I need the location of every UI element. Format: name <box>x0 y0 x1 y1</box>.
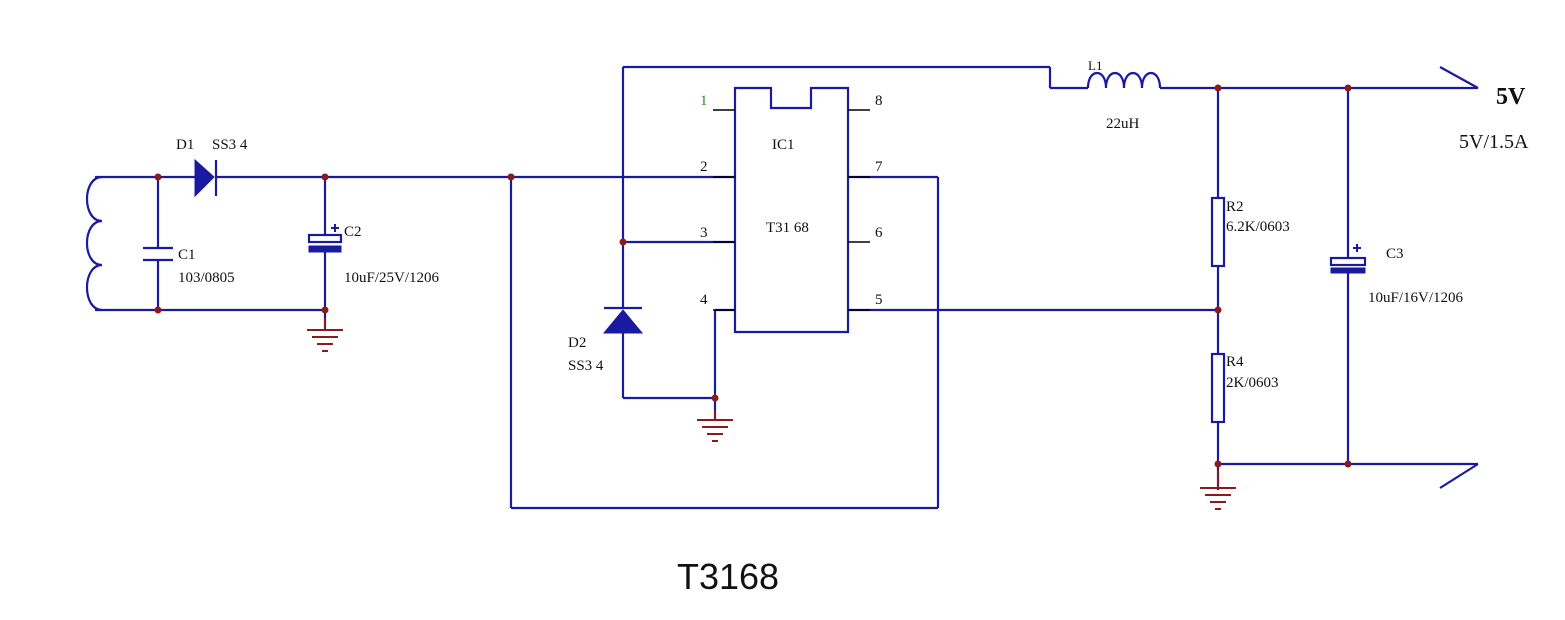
output-rating-label: 5V/1.5A <box>1459 131 1529 153</box>
c3-value: 10uF/16V/1206 <box>1368 290 1464 306</box>
ic1-pin-4: 4 <box>700 292 708 308</box>
junction-dots <box>154 84 1352 468</box>
d2-diode <box>602 306 644 334</box>
ic1-pin-2: 2 <box>700 159 708 175</box>
c2-capacitor <box>307 224 343 253</box>
ground-symbol-ic <box>697 410 733 442</box>
ic1-value: T31 68 <box>766 220 809 236</box>
d2-ref: D2 <box>568 335 586 351</box>
ic1-pin-1: 1 <box>700 93 708 109</box>
c3-capacitor <box>1329 244 1367 274</box>
c1-ref: C1 <box>178 247 196 263</box>
ic1-pin-7: 7 <box>875 159 883 175</box>
r4-resistor <box>1210 352 1226 424</box>
output-voltage-label: 5V <box>1496 84 1526 110</box>
d1-value: SS3 4 <box>212 137 248 153</box>
r4-value: 2K/0603 <box>1226 375 1279 391</box>
input-coil <box>85 175 103 312</box>
d2-value: SS3 4 <box>568 358 604 374</box>
d1-diode <box>194 158 218 198</box>
ground-symbol-output <box>1200 470 1236 510</box>
ground-symbol-input <box>307 318 343 352</box>
l1-inductor <box>1086 71 1162 89</box>
c1-value: 103/0805 <box>178 270 235 286</box>
d1-ref: D1 <box>176 137 194 153</box>
c2-value: 10uF/25V/1206 <box>344 270 440 286</box>
r4-ref: R4 <box>1226 354 1244 370</box>
ic1-body <box>713 86 870 334</box>
ic1-pin-6: 6 <box>875 225 883 241</box>
ic1-pin-3: 3 <box>700 225 708 241</box>
c1-capacitor <box>143 246 173 262</box>
c2-ref: C2 <box>344 224 362 240</box>
ic1-ref: IC1 <box>772 137 795 153</box>
r2-ref: R2 <box>1226 199 1244 215</box>
l1-value: 22uH <box>1106 116 1140 132</box>
r2-value: 6.2K/0603 <box>1226 219 1290 235</box>
wires <box>95 65 1479 510</box>
c3-ref: C3 <box>1386 246 1404 262</box>
l1-ref: L1 <box>1088 58 1102 73</box>
diagram-caption: T3168 <box>676 556 780 597</box>
r2-resistor <box>1210 196 1226 268</box>
ic1-pin-5: 5 <box>875 292 883 308</box>
ic1-pin-8: 8 <box>875 93 883 109</box>
